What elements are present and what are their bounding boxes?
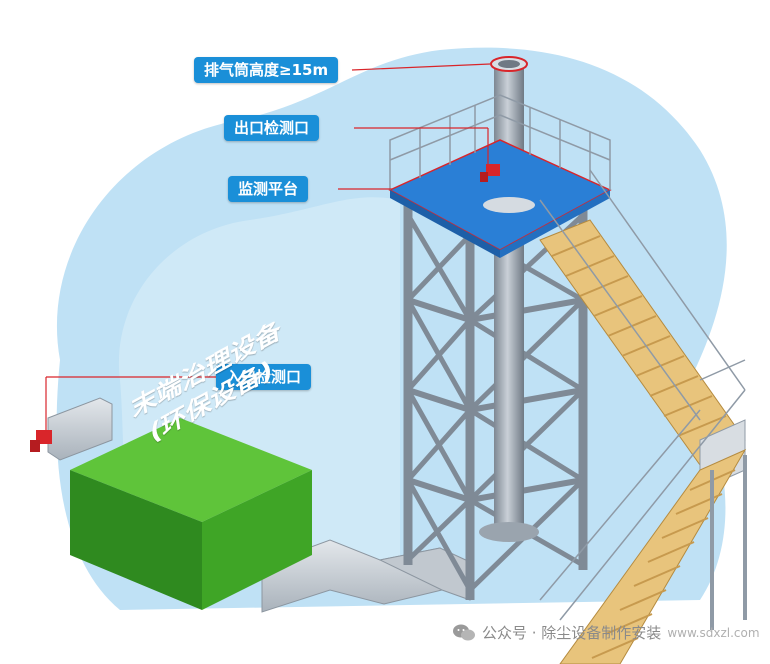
watermark: 公众号 · 除尘设备制作安装 www.sdxzl.com xyxy=(452,620,760,646)
treatment-equipment-box xyxy=(70,418,312,610)
monitoring-platform xyxy=(388,94,612,258)
leader-lines xyxy=(338,63,491,190)
watermark-site: www.sdxzl.com xyxy=(667,626,760,640)
wechat-icon xyxy=(452,623,476,643)
watermark-account: 公众号 · 除尘设备制作安装 xyxy=(482,624,662,642)
label-stack-height: 排气筒高度≥15m xyxy=(194,57,339,83)
label-monitoring-platform: 监测平台 xyxy=(228,176,309,202)
inlet-port-marker xyxy=(30,430,52,452)
outlet-port-marker xyxy=(480,164,500,182)
exhaust-duct xyxy=(261,539,471,613)
label-inlet-port: 入口检测口 xyxy=(216,364,312,390)
lower-staircase xyxy=(539,359,747,664)
label-outlet-port: 出口检测口 xyxy=(224,115,320,141)
inlet-duct xyxy=(47,397,113,461)
